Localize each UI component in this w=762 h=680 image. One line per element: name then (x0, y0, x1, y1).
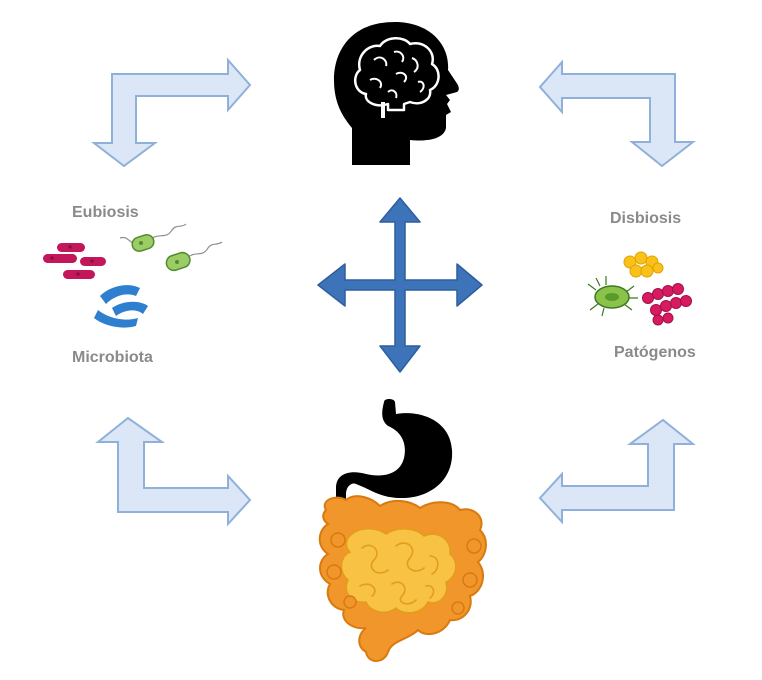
elbow-arrow-top-left (91, 57, 252, 168)
disbiosis-label: Disbiosis (610, 210, 682, 227)
elbow-arrow-top-right (538, 59, 696, 168)
elbow-arrow-bottom-left (95, 416, 252, 527)
patogenos-label: Patógenos (614, 344, 696, 361)
human-head-brain-icon (334, 22, 459, 165)
stomach-intestine-icon (318, 399, 487, 662)
elbow-arrow-bottom-right (538, 418, 696, 525)
pathogen-bacteria-icon (587, 251, 692, 326)
four-way-arrow-icon (317, 197, 483, 373)
eubiosis-label: Eubiosis (72, 204, 139, 221)
beneficial-bacteria-icon (43, 223, 223, 328)
microbiota-label: Microbiota (72, 349, 153, 366)
